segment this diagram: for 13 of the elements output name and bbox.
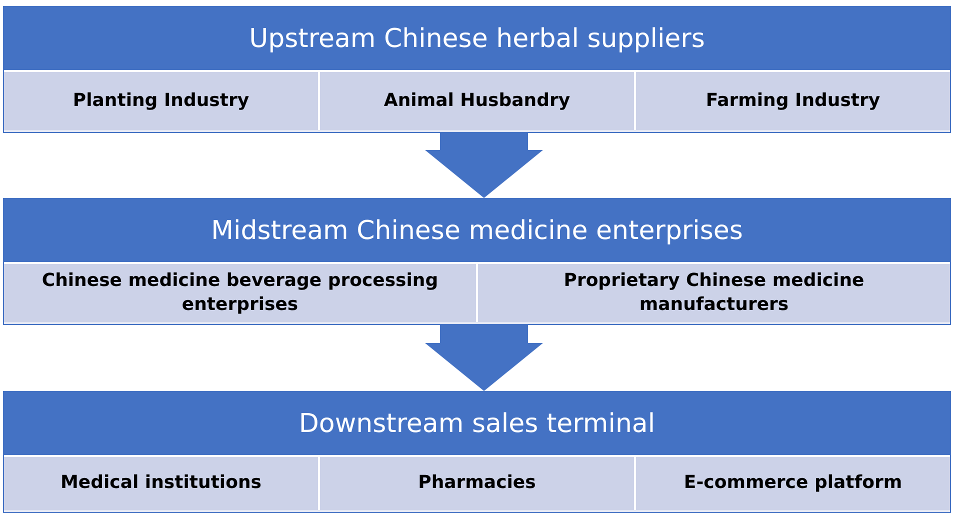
heading-band: Upstream Chinese herbal suppliers (4, 7, 950, 72)
block-arrow (425, 325, 543, 391)
category-cell: Animal Husbandry (318, 72, 634, 130)
category-cell: Chinese medicine beverage processing enterprises (4, 264, 476, 322)
category-cell: Planting Industry (4, 72, 318, 130)
category-cell: Farming Industry (634, 72, 950, 130)
heading-band: Midstream Chinese medicine enterprises (4, 199, 950, 264)
category-cell: Proprietary Chinese medicine manufacturers (476, 264, 950, 322)
category-cell: Pharmacies (318, 457, 634, 510)
category-cell: Medical institutions (4, 457, 318, 510)
heading-band: Downstream sales terminal (4, 392, 950, 457)
block-arrow (425, 133, 543, 198)
category-cell: E-commerce platform (634, 457, 950, 510)
